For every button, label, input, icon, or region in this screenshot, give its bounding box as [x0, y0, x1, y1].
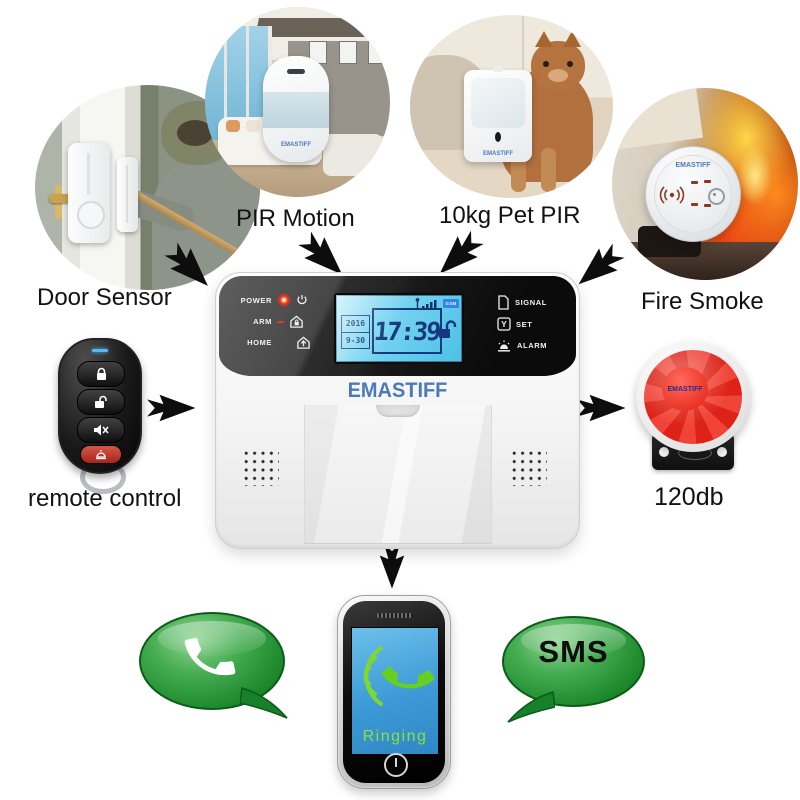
door-sensor-ridge	[87, 153, 90, 195]
door-sensor-label: Door Sensor	[37, 284, 172, 311]
sofa	[323, 134, 383, 177]
speaker-wave-icon	[659, 186, 685, 204]
call-bubble	[139, 612, 285, 710]
set-label: SET	[516, 319, 533, 329]
siren-device: EMASTIFF	[636, 342, 750, 452]
power-home-icon	[384, 753, 408, 777]
mute-icon	[94, 424, 109, 436]
lcd-time: 17:39	[373, 316, 441, 346]
sms-bubble-tail	[505, 690, 556, 732]
remote-sos-button	[80, 445, 122, 464]
ringing-text: Ringing	[362, 728, 428, 745]
lcd-display: 2016 9-30 17:39 GSM	[334, 293, 464, 364]
arrow-remote-to-panel	[147, 391, 197, 425]
alarm-label: ALARM	[517, 341, 548, 350]
remote-lock-button	[77, 361, 125, 387]
unlock-icon	[94, 395, 107, 408]
phone-screen: Ringing	[351, 627, 439, 755]
arm-label: ARM	[253, 317, 272, 326]
arm-led	[277, 320, 284, 323]
lcd-time-box: 17:39	[372, 308, 442, 354]
phone-device: Ringing	[337, 595, 451, 789]
remote-mute-button	[77, 417, 125, 443]
panel-battery-door	[304, 405, 492, 544]
sms-bubble: SMS	[502, 616, 645, 707]
speaker-grille-left	[240, 447, 279, 486]
house-arrow-icon	[297, 336, 310, 349]
svg-text:Y: Y	[501, 319, 507, 329]
power-icon	[297, 295, 307, 305]
bell-icon	[96, 450, 106, 460]
smoke-detector-device: EMASTIFF	[645, 146, 741, 242]
arrow-panel-to-phone	[375, 544, 409, 590]
door-sensor-magnet	[117, 157, 138, 232]
picture-frame	[338, 41, 357, 65]
cat-head	[530, 30, 585, 91]
sim-card-icon	[498, 295, 509, 310]
pet-pir-brand-text: EMASTIFF	[483, 151, 513, 157]
panel-brand-logo: EMASTIFF	[347, 379, 448, 402]
pir-motion-device: EMASTIFF	[263, 56, 329, 162]
lcd-date-year: 2016	[342, 316, 369, 333]
fire-smoke-label: Fire Smoke	[641, 288, 764, 315]
alarm-panel: POWER ARM HOME 2	[215, 272, 580, 549]
smoke-brand-text: EMASTIFF	[675, 162, 711, 169]
pet-pir-label: 10kg Pet PIR	[439, 202, 581, 229]
pir-brand-text: EMASTIFF	[281, 142, 311, 148]
pet-pir-lens	[471, 78, 525, 128]
speaker-grille-right	[508, 447, 547, 486]
power-led	[277, 293, 291, 307]
siren-db-label: 120db	[654, 483, 724, 511]
phone-speaker	[377, 613, 413, 618]
siren-center: EMASTIFF	[662, 367, 708, 411]
set-box-icon: Y	[497, 317, 511, 331]
door-handle	[48, 193, 75, 203]
sms-text: SMS	[538, 634, 609, 669]
lcd-date-day: 9-30	[345, 335, 366, 345]
signal-label: SIGNAL	[515, 298, 547, 307]
smoke-test-button	[708, 188, 725, 205]
power-label: POWER	[240, 295, 272, 305]
open-padlock-icon	[439, 320, 457, 338]
remote-control-device	[56, 338, 142, 494]
pir-led-slot	[287, 69, 305, 74]
remote-led	[92, 349, 108, 352]
arrow-panel-to-siren	[577, 391, 627, 425]
remote-unlock-button	[77, 389, 125, 415]
gsm-badge: GSM	[443, 299, 459, 308]
battery-door-notch	[376, 405, 420, 417]
pir-lens-band	[263, 92, 329, 128]
home-label: HOME	[247, 338, 272, 347]
pir-motion-label: PIR Motion	[236, 205, 355, 232]
siren-brand-text: EMASTIFF	[667, 385, 703, 393]
siren-dome-icon	[498, 340, 510, 352]
telephone-handset-icon	[176, 623, 245, 692]
door-sensor-device	[68, 143, 110, 243]
house-lock-icon	[290, 315, 303, 328]
pet-pir-device: EMASTIFF	[464, 65, 532, 162]
lcd-date: 2016 9-30	[341, 315, 370, 349]
call-bubble-tail	[239, 686, 290, 728]
sound-waves-icon	[363, 646, 383, 706]
lock-icon	[96, 367, 106, 380]
antenna-signal-icon	[415, 298, 437, 309]
pet-pir-indicator	[495, 132, 501, 142]
door-sensor-button	[77, 201, 105, 229]
picture-frame	[368, 41, 387, 65]
